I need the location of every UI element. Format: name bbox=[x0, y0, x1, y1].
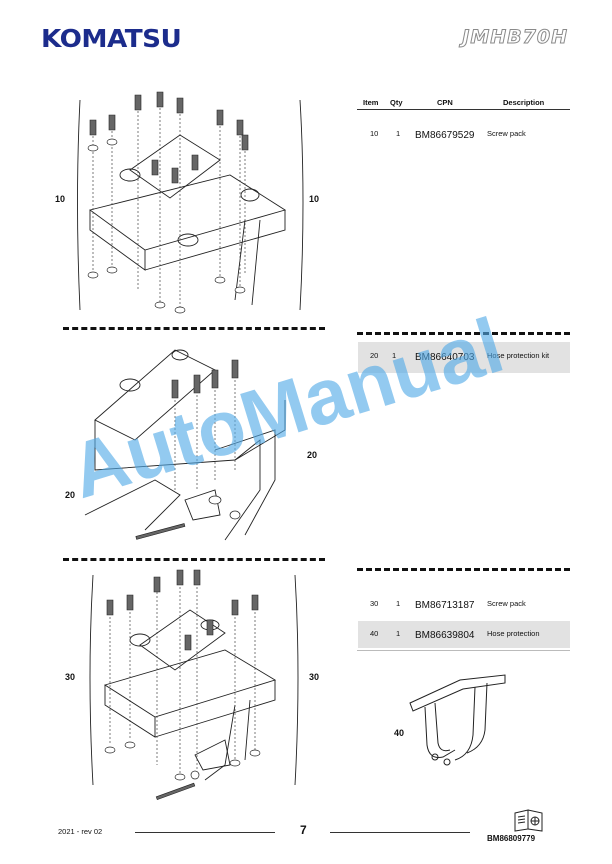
header-cpn: CPN bbox=[437, 98, 453, 107]
section-separator bbox=[357, 568, 570, 571]
row-qty: 1 bbox=[392, 351, 397, 360]
row-cpn: BM86713187 bbox=[415, 600, 475, 611]
row-description: Screw pack bbox=[487, 599, 526, 608]
callout-20-right: 20 bbox=[307, 450, 318, 460]
row-description: Hose protection bbox=[487, 629, 540, 638]
footer-date: 2021 - rev 02 bbox=[58, 827, 103, 836]
komatsu-logo: KOMATSU bbox=[41, 24, 182, 53]
callout-10-left: 10 bbox=[55, 194, 66, 204]
row-cpn: BM86639804 bbox=[415, 630, 475, 641]
row-item: 40 bbox=[370, 629, 379, 638]
row-highlight bbox=[358, 342, 570, 373]
callout-20-left: 20 bbox=[65, 490, 76, 500]
header-description: Description bbox=[503, 98, 545, 107]
manual-book-icon bbox=[514, 809, 543, 832]
section1-exploded-drawing bbox=[70, 80, 310, 330]
header-qty: Qty bbox=[390, 98, 403, 107]
document-number: BM86809779 bbox=[487, 834, 536, 843]
footer-rule-left bbox=[135, 832, 275, 833]
row-description: Hose protection kit bbox=[487, 351, 550, 360]
row-cpn: BM86640703 bbox=[415, 352, 475, 363]
section-separator bbox=[63, 327, 325, 330]
row-cpn: BM86679529 bbox=[415, 130, 475, 141]
item40-hose-protection-drawing bbox=[405, 665, 515, 775]
callout-30-left: 30 bbox=[65, 672, 76, 682]
page-number: 7 bbox=[300, 823, 307, 837]
callout-10-right: 10 bbox=[309, 194, 320, 204]
model-name: JMHB70H bbox=[462, 26, 568, 49]
row-description: Screw pack bbox=[487, 129, 526, 138]
row-item: 10 bbox=[370, 129, 379, 138]
table-end-rule bbox=[357, 650, 570, 651]
section3-exploded-drawing bbox=[85, 565, 305, 805]
section-separator bbox=[63, 558, 325, 561]
table-header-rule bbox=[357, 109, 570, 110]
callout-30-right: 30 bbox=[309, 672, 320, 682]
row-qty: 1 bbox=[396, 599, 401, 608]
row-qty: 1 bbox=[396, 129, 401, 138]
section2-exploded-drawing bbox=[85, 340, 305, 550]
row-qty: 1 bbox=[396, 629, 401, 638]
row-item: 20 bbox=[370, 351, 379, 360]
row-highlight bbox=[358, 621, 570, 648]
footer-rule-right bbox=[330, 832, 470, 833]
section-separator bbox=[357, 332, 570, 335]
header-item: Item bbox=[363, 98, 379, 107]
row-item: 30 bbox=[370, 599, 379, 608]
callout-40: 40 bbox=[394, 728, 405, 738]
